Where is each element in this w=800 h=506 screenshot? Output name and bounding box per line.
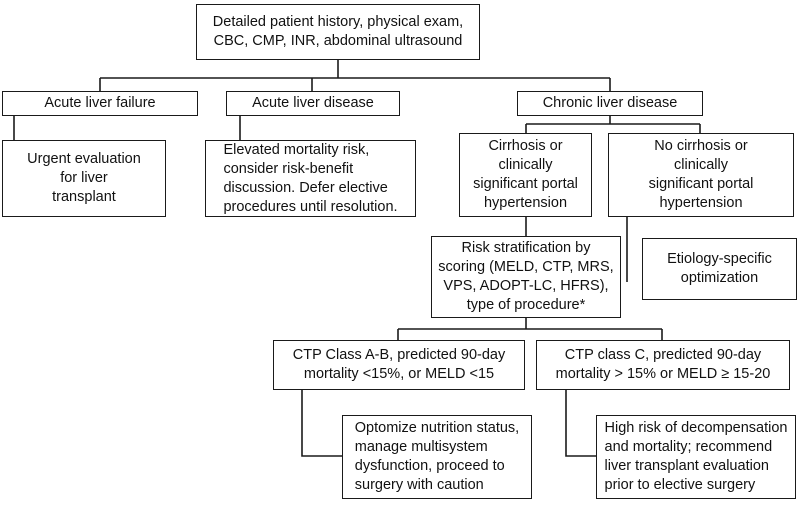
acute-liver-failure-box: Acute liver failure [2,91,198,116]
etiology-optimization-text: Etiology-specific optimization [667,251,772,286]
no-cirrhosis-text: No cirrhosis or clinically significant p… [648,138,754,211]
urgent-evaluation-text: Urgent evaluation for liver transplant [27,151,141,205]
optimize-nutrition-text: Optomize nutrition status, manage multis… [354,420,520,493]
acute-liver-failure-text: Acute liver failure [44,95,156,111]
chronic-liver-disease-box: Chronic liver disease [517,91,703,116]
acute-liver-disease-box: Acute liver disease [226,91,400,116]
history-text: Detailed patient history, physical exam,… [212,14,464,49]
ctp-class-ab-box: CTP Class A-B, predicted 90-day mortalit… [273,340,525,390]
etiology-optimization-box: Etiology-specific optimization [642,238,797,300]
acute-liver-disease-text: Acute liver disease [252,95,374,111]
connector-line [565,390,596,457]
history-box: Detailed patient history, physical exam,… [196,4,480,60]
cirrhosis-box: Cirrhosis or clinically significant port… [459,133,592,217]
high-risk-box: High risk of decompensation and mortalit… [596,415,796,499]
chronic-liver-disease-text: Chronic liver disease [542,95,678,111]
elevated-mortality-text: Elevated mortality risk, consider risk-b… [223,141,398,215]
urgent-evaluation-box: Urgent evaluation for liver transplant [2,140,166,217]
ctp-class-c-text: CTP class C, predicted 90-day mortality … [555,347,771,382]
risk-stratification-text: Risk stratification by scoring (MELD, CT… [438,240,614,313]
optimize-nutrition-box: Optomize nutrition status, manage multis… [342,415,532,499]
cirrhosis-text: Cirrhosis or clinically significant port… [473,138,578,211]
risk-stratification-box: Risk stratification by scoring (MELD, CT… [431,236,621,318]
high-risk-text: High risk of decompensation and mortalit… [604,420,788,493]
no-cirrhosis-box: No cirrhosis or clinically significant p… [608,133,794,217]
connector-line [301,390,342,457]
ctp-class-c-box: CTP class C, predicted 90-day mortality … [536,340,790,390]
elevated-mortality-box: Elevated mortality risk, consider risk-b… [205,140,416,217]
ctp-class-ab-text: CTP Class A-B, predicted 90-day mortalit… [292,347,506,382]
